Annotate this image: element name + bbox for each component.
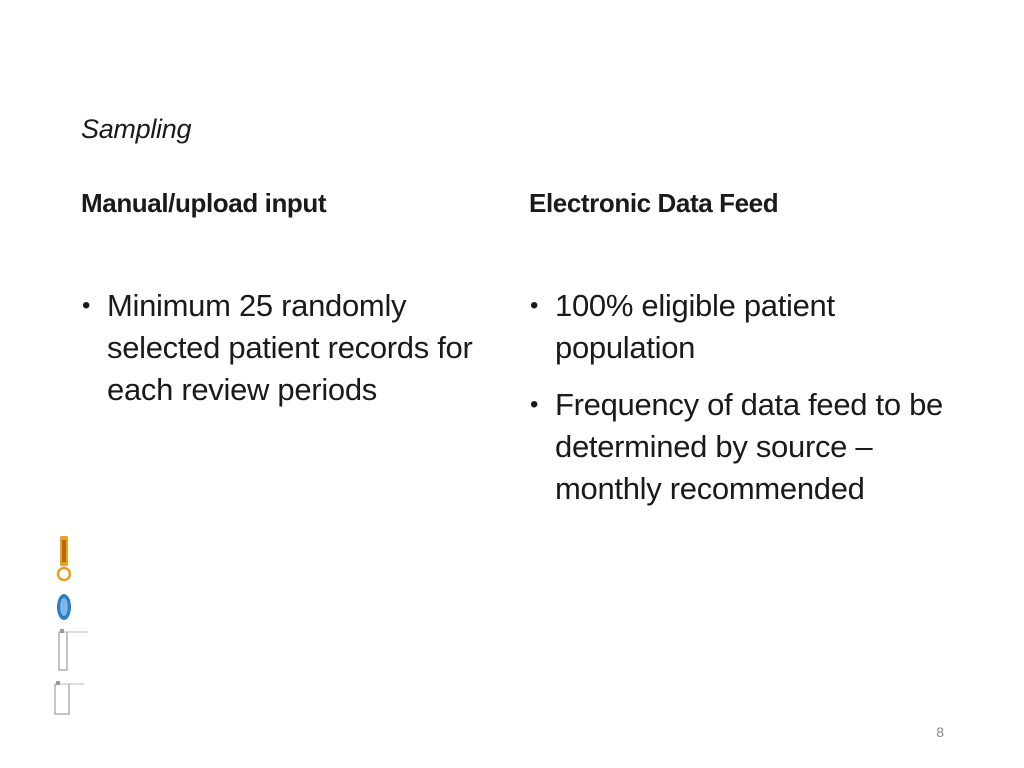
right-bullet-list: • 100% eligible patient population • Fre… bbox=[530, 285, 950, 525]
bullet-text: Frequency of data feed to be determined … bbox=[555, 387, 943, 506]
right-column-heading: Electronic Data Feed bbox=[529, 188, 779, 218]
list-item: • 100% eligible patient population bbox=[530, 285, 950, 369]
list-item: • Frequency of data feed to be determine… bbox=[530, 384, 950, 510]
bullet-icon: • bbox=[82, 292, 91, 319]
bullet-text: Minimum 25 randomly selected patient rec… bbox=[107, 288, 473, 407]
bullet-text: 100% eligible patient population bbox=[555, 288, 835, 365]
slide-title: Sampling bbox=[81, 114, 192, 144]
list-item: • Minimum 25 randomly selected patient r… bbox=[82, 285, 502, 411]
document-thumbnail-icon bbox=[54, 681, 84, 715]
logo-icon-blue bbox=[57, 594, 71, 620]
logo-strip bbox=[52, 530, 92, 720]
page-number: 8 bbox=[936, 724, 944, 740]
left-column-heading: Manual/upload input bbox=[81, 188, 327, 218]
logo-icon-orange bbox=[56, 536, 72, 582]
bullet-icon: • bbox=[530, 292, 539, 319]
bullet-icon: • bbox=[530, 391, 539, 418]
left-bullet-list: • Minimum 25 randomly selected patient r… bbox=[82, 285, 502, 426]
document-thumbnail-icon bbox=[58, 629, 88, 671]
